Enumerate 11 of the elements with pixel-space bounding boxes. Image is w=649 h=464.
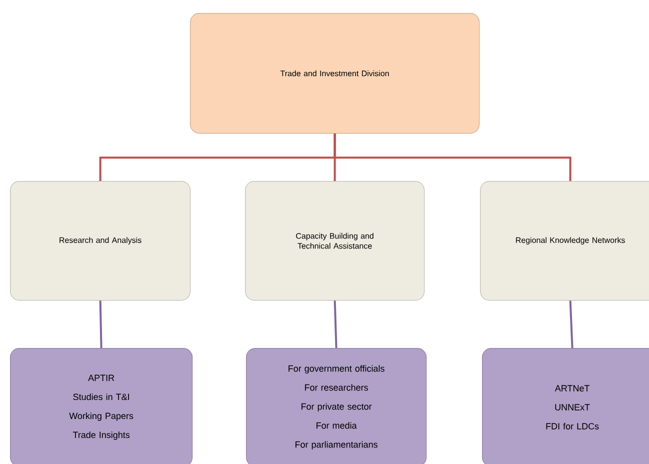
connector-line [334,300,338,348]
unit-box: Capacity Building and Technical Assistance [245,181,425,301]
programme-box: ARTNeT UNNExT FDI for LDCs [482,348,649,464]
unit-box: Research and Analysis [10,181,191,301]
connector-line [569,300,574,348]
unit-box: Regional Knowledge Networks [480,181,649,301]
connector-line [334,134,572,181]
programme-box: APTIR Studies in T&I Working Papers Trade Insights [10,348,193,464]
division-box: Trade and Investment Division [190,13,480,134]
connector-line [99,300,102,348]
programme-box: For government officials For researchers For private sector For media For parliamentarians [246,348,427,464]
